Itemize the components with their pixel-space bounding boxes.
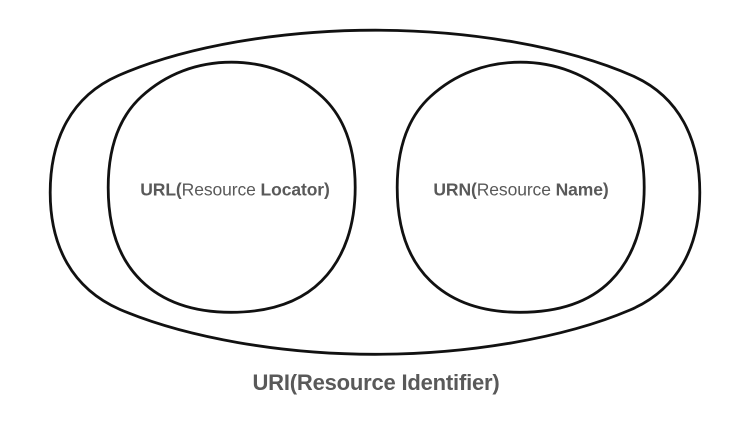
url-expansion-regular-text: Resource: [181, 179, 261, 200]
url-expansion-bold-text: Locator): [260, 179, 330, 200]
url-abbrev-text: URL(: [140, 179, 182, 200]
urn-expansion-bold-text: Name): [555, 179, 609, 200]
urn-inner-circle: [395, 60, 646, 314]
urn-abbrev-text: URN(: [433, 179, 477, 200]
uri-outer-ellipse: [48, 28, 702, 356]
uri-caption-label: URI(Resource Identifier): [252, 370, 500, 395]
url-set-label: URL(Resource Locator): [140, 179, 330, 200]
urn-expansion-regular-text: Resource: [476, 179, 556, 200]
urn-set-label: URN(Resource Name): [433, 181, 608, 199]
url-inner-circle: [106, 60, 357, 314]
